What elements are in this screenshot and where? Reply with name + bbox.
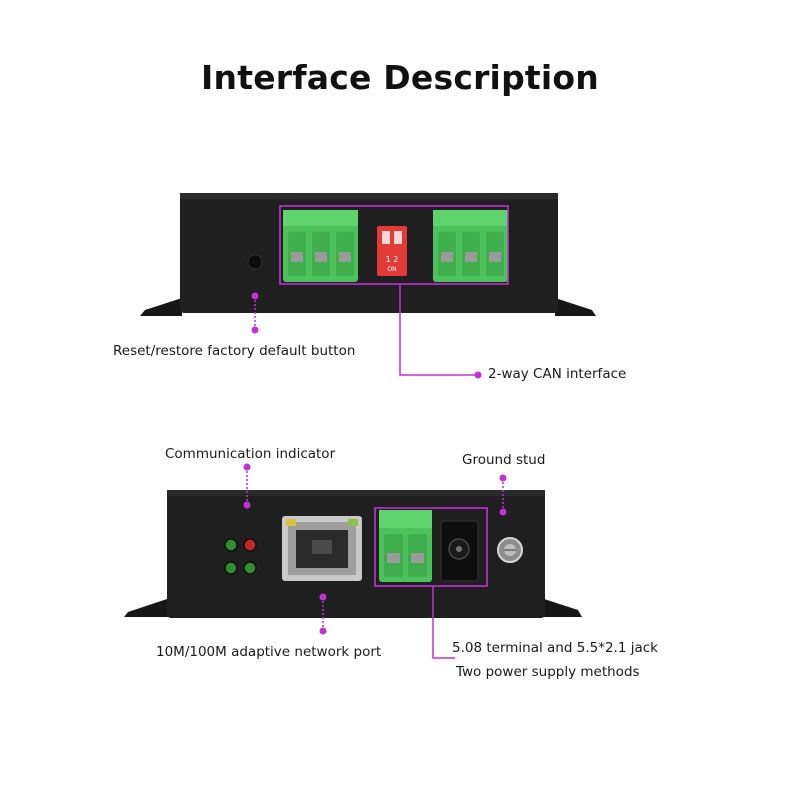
can-terminal-left — [283, 210, 358, 282]
top-left-mount-flange — [140, 298, 182, 316]
top-right-mount-flange — [555, 298, 596, 316]
bottom-left-mount-flange — [124, 598, 170, 617]
svg-text:ON: ON — [387, 266, 396, 273]
power-highlight — [374, 507, 488, 587]
reset-button-label: Reset/restore factory default button — [113, 343, 356, 359]
top-device: 1 2 ON — [140, 193, 596, 316]
dc-power-jack — [440, 520, 479, 582]
power-methods-label: Two power supply methods — [456, 664, 640, 680]
network-port-label: 10M/100M adaptive network port — [156, 644, 382, 660]
rj45-network-port — [282, 516, 362, 581]
ground-stud-label: Ground stud — [462, 452, 546, 468]
reset-button-hole — [247, 254, 263, 270]
top-callouts — [251, 284, 482, 379]
communication-leds — [224, 538, 257, 575]
power-terminal — [379, 510, 432, 582]
indicator-label: Communication indicator — [165, 446, 336, 462]
dip-switch: 1 2 ON — [377, 226, 407, 276]
bottom-callouts — [243, 463, 507, 659]
power-callout-line — [432, 586, 455, 659]
ground-stud — [497, 537, 523, 563]
can-interface-highlight — [279, 205, 509, 285]
can-interface-label: 2-way CAN interface — [488, 366, 627, 382]
bottom-device — [124, 490, 582, 618]
reset-callout-dot — [251, 292, 259, 300]
power-terminal-label: 5.08 terminal and 5.5*2.1 jack — [452, 640, 658, 656]
bottom-right-mount-flange — [541, 598, 582, 617]
dip-switch-label: 1 2 — [386, 255, 399, 264]
page-title: Interface Description — [201, 58, 599, 97]
can-terminal-right — [433, 210, 508, 282]
can-callout-line — [399, 284, 478, 376]
